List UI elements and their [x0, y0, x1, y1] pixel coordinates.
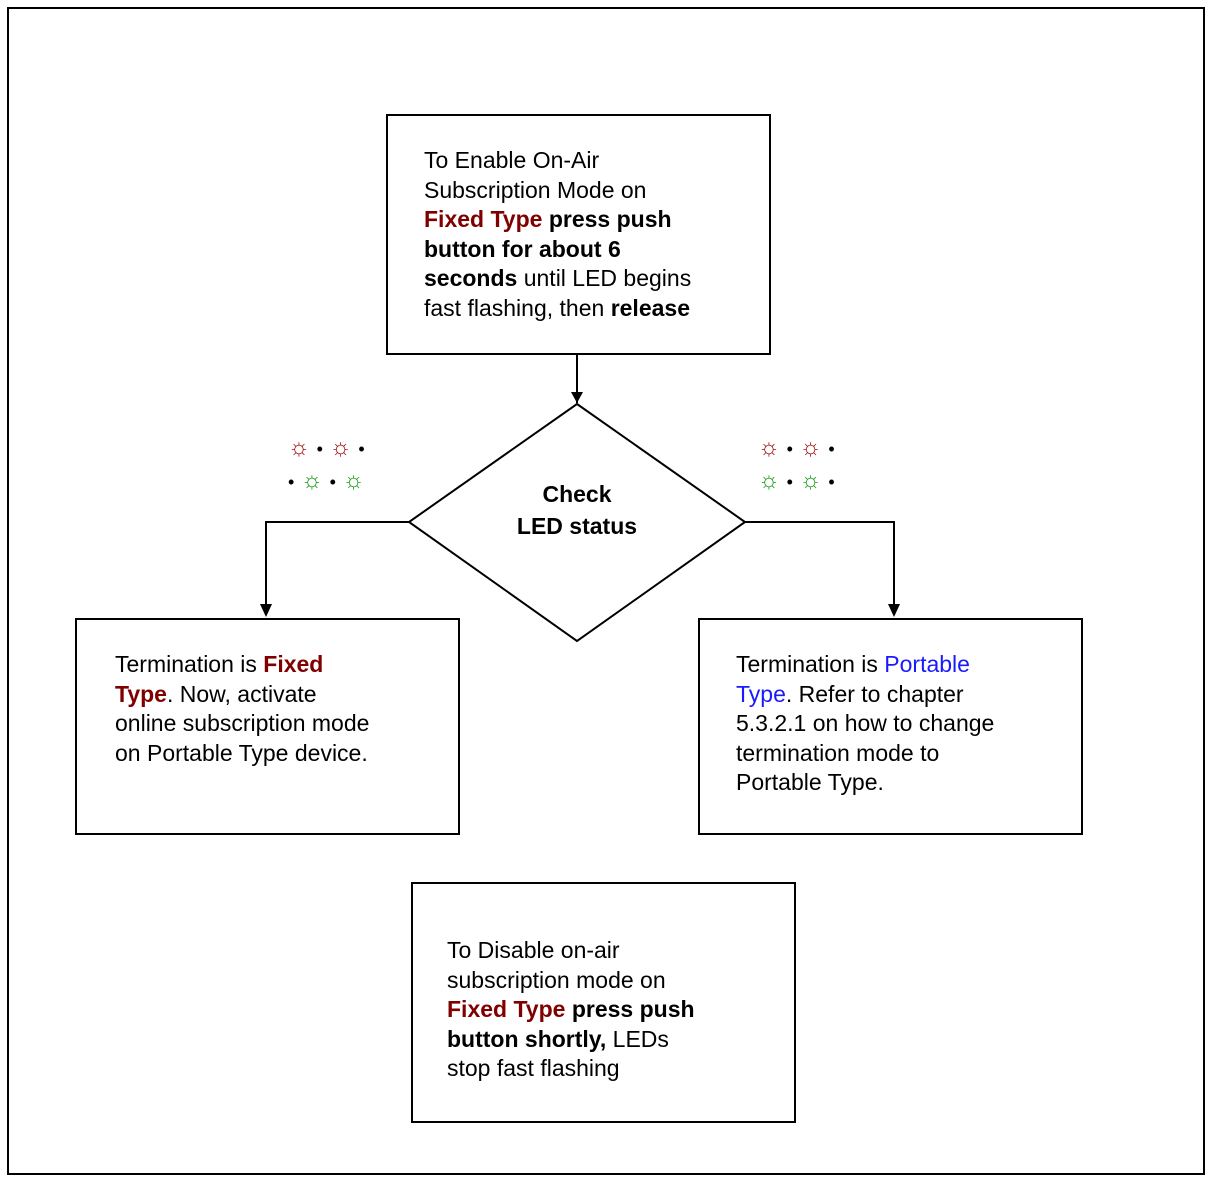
text-line: stop fast flashing [447, 1055, 620, 1081]
led-off-dot: • [828, 472, 835, 492]
led-red-icon: ☼ [288, 434, 310, 461]
led-row-green: • ☼ • ☼ [288, 465, 365, 498]
led-row-red: ☼ • ☼ • [758, 432, 835, 465]
led-off-dot: • [786, 472, 793, 492]
portable-label: Portable [884, 651, 970, 677]
led-off-dot: • [316, 439, 323, 459]
text-bold: press push [565, 996, 695, 1022]
arrow-decision-to-right [745, 521, 895, 606]
portable-type-result-text: Termination is Portable Type. Refer to c… [736, 650, 994, 798]
led-off-dot: • [786, 439, 793, 459]
decision-line: LED status [516, 513, 638, 539]
arrowhead-left [260, 604, 272, 617]
led-green-icon: ☼ [300, 467, 323, 494]
decision-line: Check [542, 481, 612, 507]
portable-type-result-box: Termination is Portable Type. Refer to c… [698, 618, 1083, 835]
fixed-type-label: Fixed Type [447, 996, 566, 1022]
arrowhead-top [571, 392, 583, 403]
diagram-frame [7, 7, 1205, 1175]
fixed-type-label: Fixed Type [424, 206, 543, 232]
text-line: until LED begins [517, 265, 692, 291]
text-line: fast flashing, then [424, 294, 611, 321]
text-line: termination mode to [736, 739, 940, 766]
led-green-icon: ☼ [799, 467, 822, 494]
type-label: Type [115, 680, 167, 707]
text-line: Termination is [115, 651, 264, 677]
enable-subscription-box: To Enable On-Air Subscription Mode on Fi… [386, 114, 771, 355]
release-label: release [610, 294, 690, 321]
text-line: on Portable Type device. [115, 739, 368, 766]
led-row-green: ☼ • ☼ • [758, 465, 835, 498]
text-line: online subscription mode [115, 710, 370, 736]
text-line: To Disable on-air [447, 937, 620, 963]
text-bold: seconds [424, 265, 518, 291]
text-bold: press push [542, 206, 672, 232]
text-line: To Enable On-Air [424, 147, 600, 173]
led-row-red: ☼ • ☼ • [288, 432, 365, 465]
led-pattern-left: ☼ • ☼ • • ☼ • ☼ [288, 432, 365, 498]
text-bold: button for about 6 [424, 235, 621, 262]
decision-diamond [407, 402, 747, 643]
led-green-icon: ☼ [758, 467, 780, 494]
disable-subscription-text: To Disable on-air subscription mode on F… [447, 936, 695, 1084]
led-red-icon: ☼ [799, 434, 822, 461]
fixed-type-result-text: Termination is Fixed Type. Now, activate… [115, 650, 369, 768]
text-line: Subscription Mode on [424, 176, 647, 203]
led-pattern-right: ☼ • ☼ • ☼ • ☼ • [758, 432, 835, 498]
type-label: Type [736, 680, 786, 707]
text-bold: button shortly, [447, 1025, 607, 1052]
text-line: . Now, activate [166, 680, 317, 707]
led-red-icon: ☼ [758, 434, 780, 461]
led-red-icon: ☼ [329, 434, 352, 461]
text-line: Termination is [736, 651, 885, 677]
fixed-label: Fixed [263, 651, 324, 677]
text-line: . Refer to chapter [785, 680, 964, 707]
text-line: 5.3.2.1 on how to change [736, 710, 995, 736]
led-off-dot: • [329, 472, 336, 492]
enable-subscription-text: To Enable On-Air Subscription Mode on Fi… [424, 146, 691, 323]
fixed-type-result-box: Termination is Fixed Type. Now, activate… [75, 618, 460, 835]
text-line: Portable Type. [736, 769, 884, 795]
led-green-icon: ☼ [342, 467, 365, 494]
led-off-dot: • [828, 439, 835, 459]
led-off-dot: • [288, 472, 295, 492]
text-line: subscription mode on [447, 966, 666, 993]
text-line: LEDs [606, 1025, 669, 1052]
decision-label: Check LED status [409, 478, 745, 542]
disable-subscription-box: To Disable on-air subscription mode on F… [411, 882, 796, 1123]
arrow-decision-to-left [265, 521, 409, 606]
arrowhead-right [888, 604, 900, 617]
led-off-dot: • [358, 439, 365, 459]
